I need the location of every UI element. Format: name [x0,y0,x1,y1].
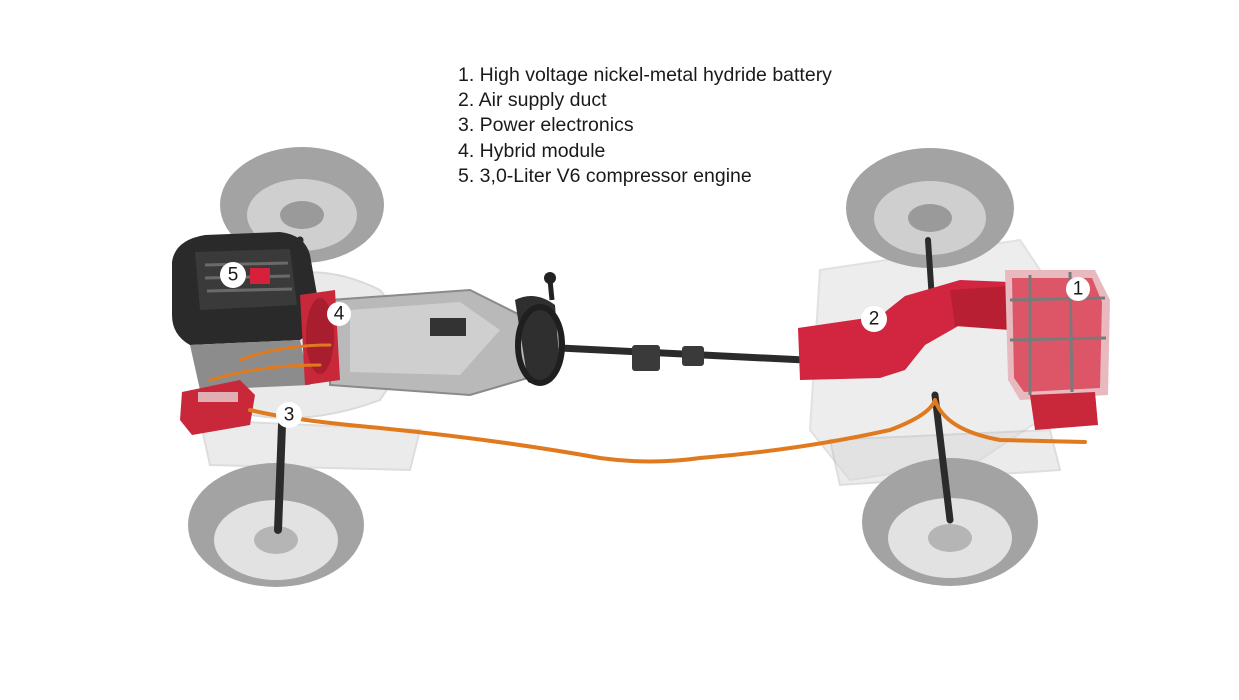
callout-label-1: 1 [1073,279,1084,300]
component-legend: 1. High voltage nickel-metal hydride bat… [458,63,832,189]
callout-label-2: 2 [869,309,880,330]
callout-label-5: 5 [228,265,239,286]
wheel-rear-right [862,458,1038,586]
hv-cable [208,343,1087,464]
propeller-shaft [556,344,809,371]
legend-item-air-duct: 2. Air supply duct [458,89,607,112]
air-supply-duct [798,280,1012,380]
transmission [329,288,562,397]
callout-label-4: 4 [334,304,345,325]
callout-air-duct: 2 [861,306,887,332]
legend-item-battery: 1. High voltage nickel-metal hydride bat… [458,64,832,86]
legend-item-engine: 5. 3,0-Liter V6 compressor engine [458,164,752,187]
wheel-rear-left [846,148,1014,268]
legend-item-hybrid-module: 4. Hybrid module [458,139,606,162]
gear-shifter [515,272,565,386]
hv-battery [1005,270,1110,430]
callout-power-electronics: 3 [276,402,302,428]
callout-hybrid-module: 4 [327,302,351,326]
callout-battery: 1 [1066,277,1090,301]
legend-item-power-electronics: 3. Power electronics [458,114,634,137]
callout-label-3: 3 [284,405,295,426]
power-electronics [180,380,255,435]
callout-engine: 5 [220,262,246,288]
